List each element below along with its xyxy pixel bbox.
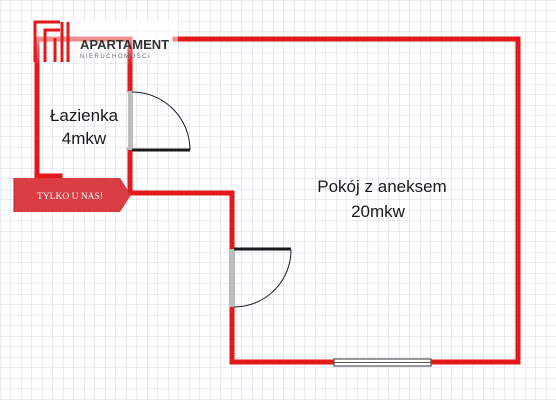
- bathroom-area: 4mkw: [62, 129, 107, 148]
- window: [333, 358, 432, 367]
- bathroom-door: [128, 91, 191, 152]
- living-room-name: Pokój z aneksem: [317, 177, 446, 196]
- room-door-swing: [233, 249, 292, 308]
- bathroom-door-swing: [131, 91, 191, 151]
- logo-mark-icon: [33, 20, 70, 62]
- badge-shape: [14, 178, 131, 212]
- exclusive-badge: TYLKO U NAS!: [13, 178, 131, 212]
- logo-name: APARTAMENT: [80, 37, 169, 52]
- living-room-area: 20mkw: [351, 202, 406, 221]
- badge-text: TYLKO U NAS!: [37, 192, 103, 202]
- walls: [34, 36, 521, 365]
- room-door-jamb: [229, 249, 235, 307]
- logo-subtitle: NIERUCHOMOŚCI: [80, 52, 151, 60]
- room-door: [229, 247, 292, 308]
- logo-backdrop: [28, 20, 178, 66]
- bathroom-door-jamb: [128, 91, 133, 150]
- logo: APARTAMENT NIERUCHOMOŚCI: [28, 20, 178, 66]
- bathroom-name: Łazienka: [50, 106, 119, 125]
